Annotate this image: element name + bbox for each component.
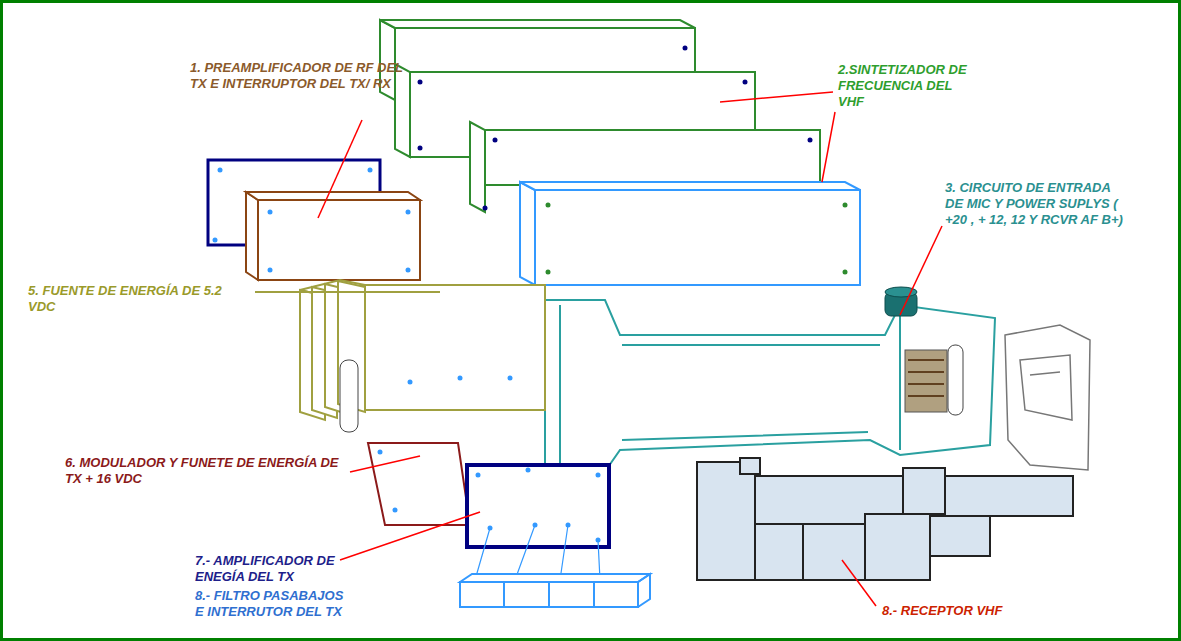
power-supply-5v-part	[458, 376, 463, 381]
callout-label: 6. MODULADOR Y FUNETE DE ENERGÍA DE TX +…	[65, 455, 350, 487]
leader-lines-part	[350, 456, 420, 472]
synthesizer-boards-part	[535, 190, 860, 285]
synthesizer-boards-part	[743, 80, 748, 85]
synthesizer-boards-part	[418, 80, 423, 85]
synthesizer-boards-part	[485, 130, 820, 185]
preamp-boards-part	[406, 268, 411, 273]
synthesizer-boards-part	[808, 138, 813, 143]
receiver-part	[903, 468, 945, 514]
receiver-part	[755, 524, 803, 580]
chassis-part	[905, 350, 947, 412]
modulator-board-part	[393, 508, 398, 513]
preamp-boards-part	[218, 168, 223, 173]
power-supply-5v-part	[408, 380, 413, 385]
preamp-boards-part	[246, 192, 258, 280]
receiver-part	[697, 462, 755, 580]
power-supply-5v-part	[340, 360, 358, 432]
power-amplifier-part	[526, 468, 531, 473]
receiver-part	[740, 458, 760, 474]
housing-sketch	[1005, 325, 1090, 470]
preamp-boards-part	[213, 238, 218, 243]
callout-label: 7.- AMPLIFICADOR DE ENEGÍA DEL TX	[195, 553, 355, 585]
lowpass-filter-part	[504, 574, 650, 607]
preamp-boards-part	[268, 268, 273, 273]
power-supply-5v-part	[255, 291, 440, 293]
leader-lines-part	[720, 92, 833, 102]
leader-lines-part	[340, 512, 480, 560]
preamp-boards-part	[258, 200, 420, 280]
power-supply-5v-part	[508, 376, 513, 381]
modulator-board	[368, 443, 470, 525]
receiver	[697, 458, 1073, 580]
chassis-part	[948, 345, 963, 415]
power-amplifier-part	[476, 473, 481, 478]
modulator-board-part	[368, 443, 470, 525]
callout-label: 8.- FILTRO PASABAJOS E INTERRUTOR DEL TX	[195, 588, 355, 620]
callout-label: 2.SINTETIZADOR DE FRECUENCIA DEL VHF	[838, 62, 978, 110]
housing-sketch-part	[1005, 325, 1090, 470]
modulator-board-part	[378, 450, 383, 455]
synthesizer-boards-part	[470, 122, 485, 212]
lowpass-filter-part	[460, 574, 650, 582]
synthesizer-boards-part	[546, 203, 551, 208]
power-amplifier-part	[475, 525, 600, 580]
leader-lines	[318, 92, 942, 606]
synthesizer-boards-part	[418, 146, 423, 151]
synthesizer-boards-part	[843, 270, 848, 275]
leader-lines-part	[842, 560, 876, 606]
synthesizer-boards-part	[520, 182, 535, 285]
synthesizer-boards-part	[483, 206, 488, 211]
synthesizer-boards-part	[683, 46, 688, 51]
lowpass-filter	[460, 574, 650, 607]
callout-label: 1. PREAMPLIFICADOR DE RF DEL TX E INTERR…	[190, 60, 415, 92]
leader-lines-part	[318, 120, 362, 218]
receiver-part	[945, 476, 1073, 516]
receiver-part	[865, 514, 930, 580]
callout-label: 8.- RECEPTOR VHF	[882, 603, 1082, 619]
preamp-boards-part	[406, 210, 411, 215]
preamp-boards-part	[246, 192, 420, 200]
preamp-boards-part	[368, 168, 373, 173]
leader-lines-part	[900, 226, 942, 315]
power-amplifier-part	[596, 473, 601, 478]
power-amplifier	[467, 465, 609, 580]
callout-label: 3. CIRCUITO DE ENTRADA DE MIC Y POWER SU…	[945, 180, 1130, 228]
synthesizer-boards	[380, 20, 860, 285]
synthesizer-boards-part	[380, 20, 695, 28]
synthesizer-boards-part	[520, 182, 860, 190]
chassis-part	[908, 360, 944, 396]
synthesizer-boards-part	[843, 203, 848, 208]
receiver-part	[930, 516, 990, 556]
callout-label: 5. FUENTE DE ENERGÍA DE 5.2 VDC	[28, 283, 248, 315]
synthesizer-boards-part	[493, 138, 498, 143]
power-supply-5v-part	[365, 285, 545, 410]
power-supply-5v	[255, 280, 545, 432]
synthesizer-boards-part	[395, 64, 410, 157]
leader-lines-part	[822, 112, 835, 182]
preamp-boards-part	[268, 210, 273, 215]
receiver-part	[803, 524, 865, 580]
synthesizer-boards-part	[546, 270, 551, 275]
preamp-boards	[208, 160, 420, 280]
